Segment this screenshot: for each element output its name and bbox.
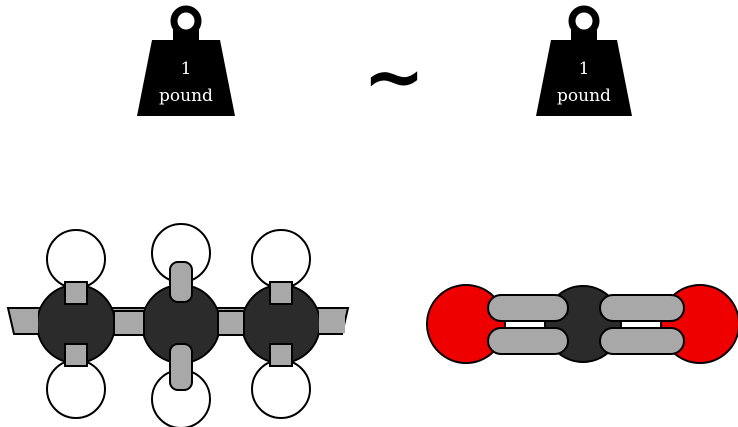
weight-left-body (137, 40, 235, 116)
ch-bond (169, 261, 193, 303)
weight-right-ring (568, 5, 600, 37)
weight-left: 1 pound (137, 5, 235, 116)
weight-right-unit: pound (557, 86, 611, 106)
double-bond-upper-left (487, 294, 569, 322)
chain-bond-end (16, 311, 38, 333)
oxygen-atom (426, 284, 506, 364)
hydrogen-atom (251, 229, 311, 289)
hydrogen-atom (46, 359, 106, 419)
cc-bond (113, 310, 145, 336)
approx-symbol: ~ (363, 34, 425, 120)
ch-bond (269, 343, 293, 367)
cc-bond (217, 310, 245, 336)
weight-right: 1 pound (536, 5, 632, 116)
ch-bond (64, 343, 88, 367)
weight-right-number: 1 (579, 59, 590, 79)
ch-bond (64, 281, 88, 305)
ch-bond (169, 343, 193, 391)
chain-bond-end (319, 311, 345, 333)
weight-left-ring (170, 5, 202, 37)
co2-molecule (426, 284, 738, 364)
double-bond-lower-left (487, 327, 569, 355)
weight-right-neck (571, 30, 597, 42)
ch-bond (269, 281, 293, 305)
hydrogen-atom (251, 359, 311, 419)
propane-molecule (6, 223, 350, 427)
weight-left-number: 1 (181, 59, 192, 79)
hydrogen-atom (46, 229, 106, 289)
weight-left-neck (173, 30, 199, 42)
weight-right-body (536, 40, 632, 116)
double-bond-upper-right (599, 294, 685, 322)
weight-left-unit: pound (159, 86, 213, 106)
double-bond-lower-right (599, 327, 685, 355)
